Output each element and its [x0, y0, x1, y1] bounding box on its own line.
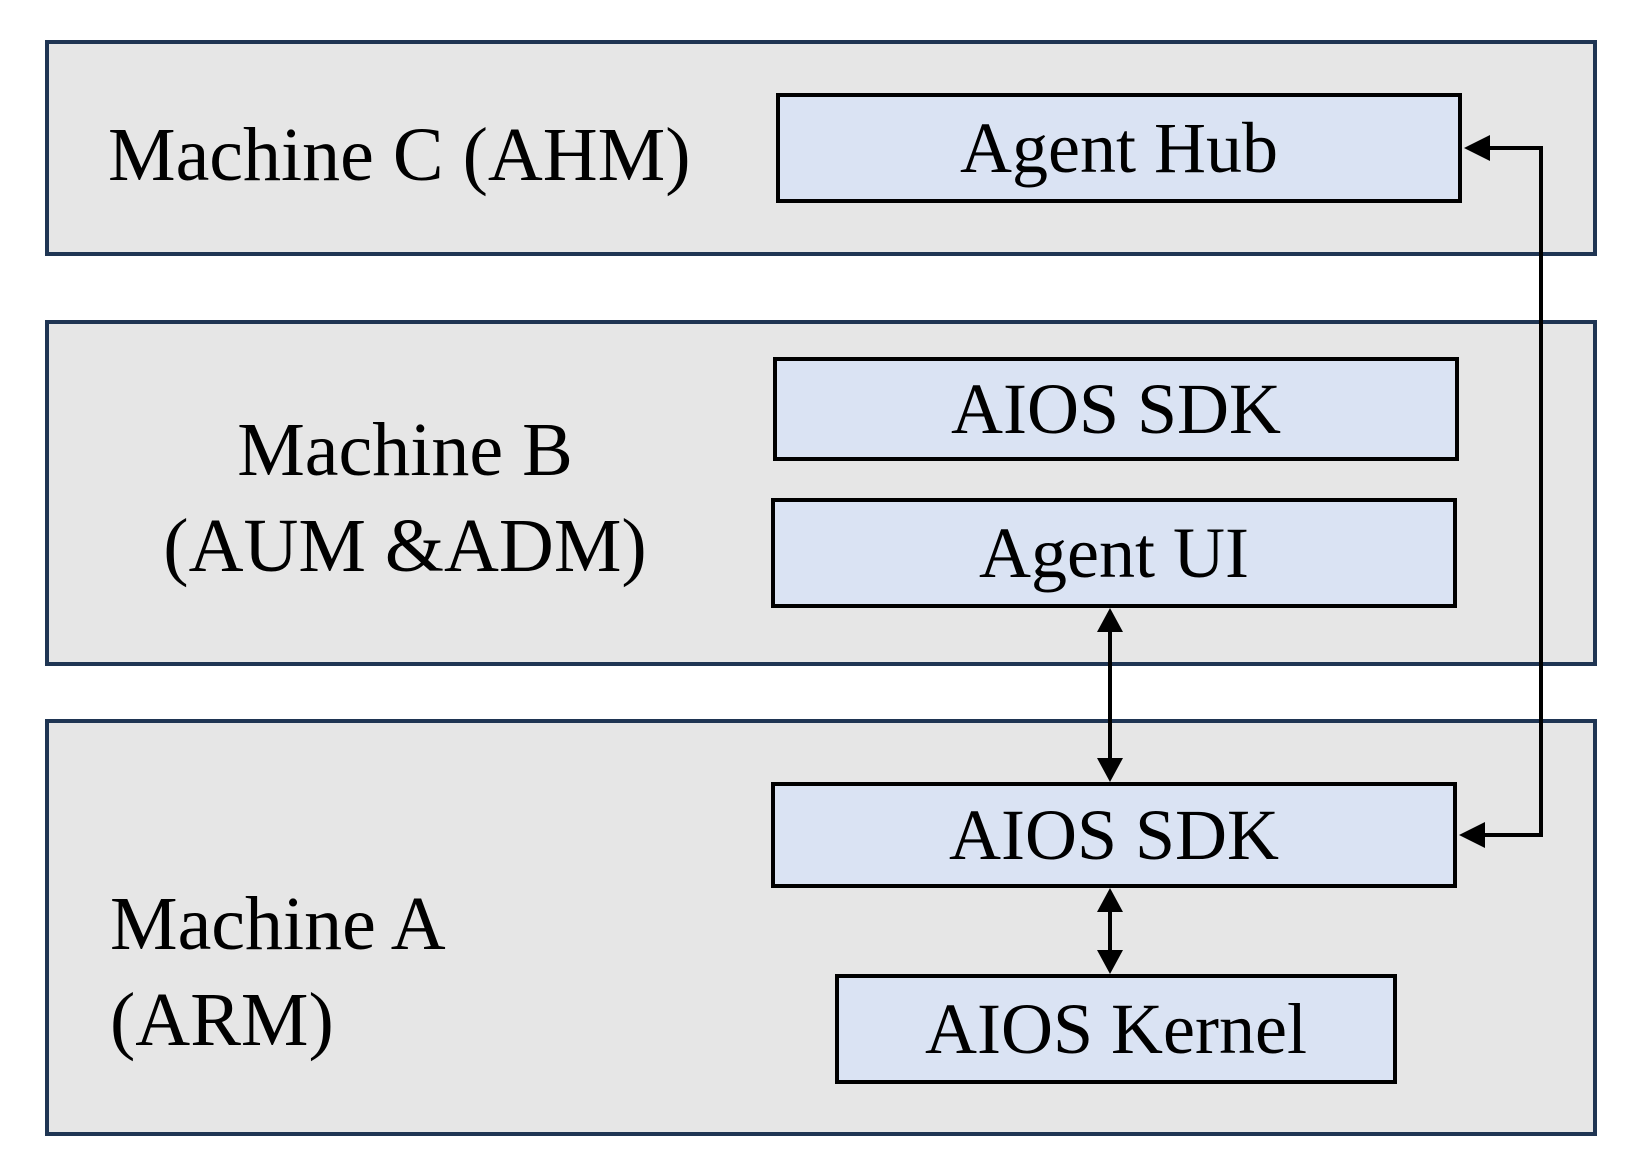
machine-a-label-line1: Machine A — [110, 882, 446, 966]
agent-ui-box: Agent UI — [771, 498, 1457, 608]
aios-sdk-label-machine-b: AIOS SDK — [950, 369, 1282, 449]
aios-sdk-box-machine-b: AIOS SDK — [773, 357, 1459, 461]
aios-kernel-box: AIOS Kernel — [835, 974, 1397, 1084]
machine-a-label: Machine A (ARM) — [110, 876, 446, 1068]
machine-b-label-line1: Machine B — [237, 408, 573, 492]
aios-kernel-label: AIOS Kernel — [925, 989, 1307, 1069]
agent-hub-box: Agent Hub — [776, 93, 1462, 203]
machine-b-label-line2: (AUM &ADM) — [163, 504, 647, 588]
machine-b-label: Machine B (AUM &ADM) — [130, 402, 680, 594]
agent-ui-label: Agent UI — [979, 513, 1249, 593]
aios-sdk-box-machine-a: AIOS SDK — [771, 782, 1457, 888]
machine-c-label-line1: Machine C (AHM) — [108, 113, 691, 197]
aios-sdk-label-machine-a: AIOS SDK — [948, 795, 1280, 875]
machine-a-label-line2: (ARM) — [110, 978, 334, 1062]
agent-hub-label: Agent Hub — [960, 108, 1278, 188]
machine-c-label: Machine C (AHM) — [108, 107, 691, 203]
